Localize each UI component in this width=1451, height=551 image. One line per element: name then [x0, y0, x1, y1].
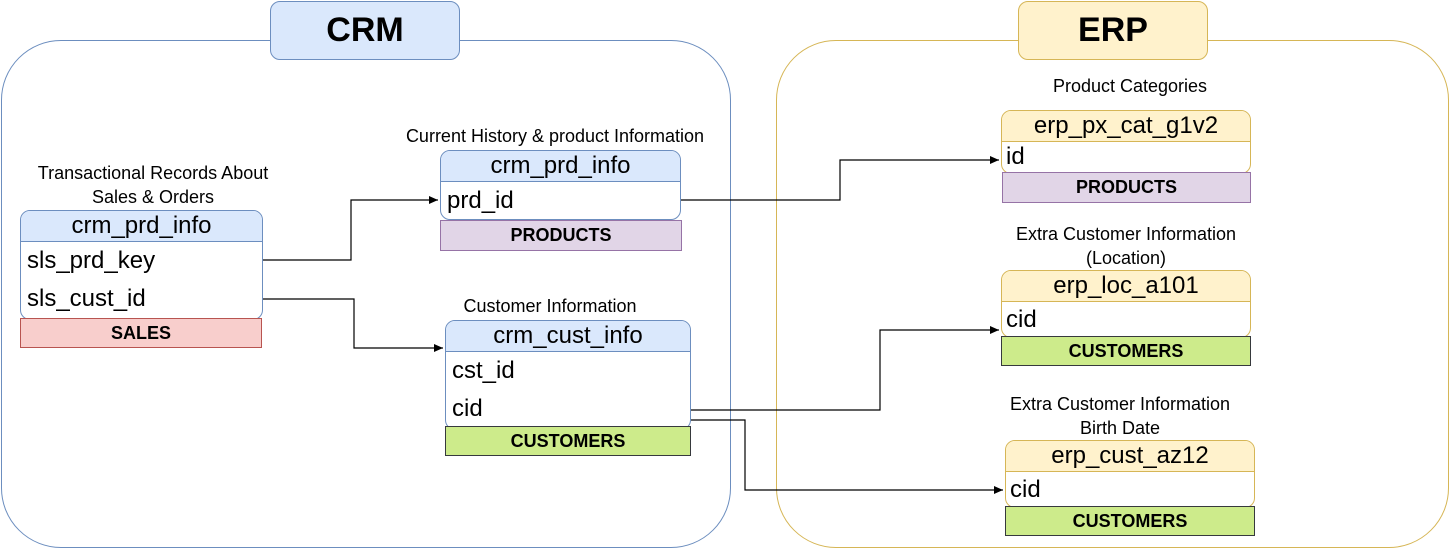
erp-group-title: ERP [1018, 1, 1208, 60]
field-prd-id: prd_id [447, 187, 514, 214]
product-table-caption: Current History & product Information [405, 126, 705, 146]
sales-table-caption: Transactional Records About Sales & Orde… [12, 161, 294, 209]
erp-birth-table-name: erp_cust_az12 [1006, 441, 1254, 472]
location-table-caption: Extra Customer Information (Location) [990, 222, 1262, 270]
crm-product-table-name: crm_prd_info [441, 151, 680, 182]
birth-caption-line1: Extra Customer Information [1009, 394, 1231, 414]
connector-crm-product-to-erp-category [681, 156, 999, 201]
sales-caption-line1: Transactional Records About [37, 163, 269, 183]
erp-birth-table[interactable]: erp_cust_az12 cid [1005, 440, 1255, 508]
connector-sales-prd-to-crm-product [263, 196, 438, 261]
crm-product-table[interactable]: crm_prd_info prd_id [440, 150, 681, 220]
birth-table-caption: Extra Customer Information Birth Date [986, 392, 1254, 440]
crm-products-tag: PRODUCTS [440, 220, 682, 251]
category-table-caption: Product Categories [1052, 76, 1208, 96]
connector-crm-cid-to-erp-birth [691, 419, 1003, 494]
erp-birth-customers-tag: CUSTOMERS [1005, 506, 1255, 536]
crm-sales-table-name: crm_prd_info [21, 211, 262, 242]
connector-sales-cust-to-crm-customer [263, 298, 443, 352]
erp-location-table-name: erp_loc_a101 [1002, 271, 1250, 302]
sales-caption-line2: Sales & Orders [91, 187, 215, 207]
erp-location-customers-tag: CUSTOMERS [1001, 336, 1251, 366]
crm-customers-tag: CUSTOMERS [445, 426, 691, 456]
erp-category-table[interactable]: erp_px_cat_g1v2 id [1001, 110, 1251, 174]
erp-category-table-name: erp_px_cat_g1v2 [1002, 111, 1250, 142]
crm-customer-table-name: crm_cust_info [446, 321, 690, 352]
erp-location-table[interactable]: erp_loc_a101 cid [1001, 270, 1251, 338]
connector-crm-cid-to-erp-location [691, 326, 999, 411]
location-caption-line1: Extra Customer Information [1015, 224, 1237, 244]
field-birth-cid: cid [1010, 476, 1041, 503]
field-id: id [1006, 143, 1025, 170]
location-caption-line2: (Location) [1085, 248, 1167, 268]
birth-caption-line2: Birth Date [1079, 418, 1161, 438]
field-cid: cid [452, 395, 483, 422]
crm-group-title: CRM [270, 1, 460, 60]
sales-tag: SALES [20, 318, 262, 348]
field-cst-id: cst_id [452, 357, 515, 384]
erp-products-tag: PRODUCTS [1002, 172, 1251, 203]
field-sls-prd-key: sls_prd_key [27, 247, 156, 274]
field-location-cid: cid [1006, 306, 1037, 333]
customer-table-caption: Customer Information [463, 296, 637, 316]
field-sls-cust-id: sls_cust_id [27, 285, 146, 312]
